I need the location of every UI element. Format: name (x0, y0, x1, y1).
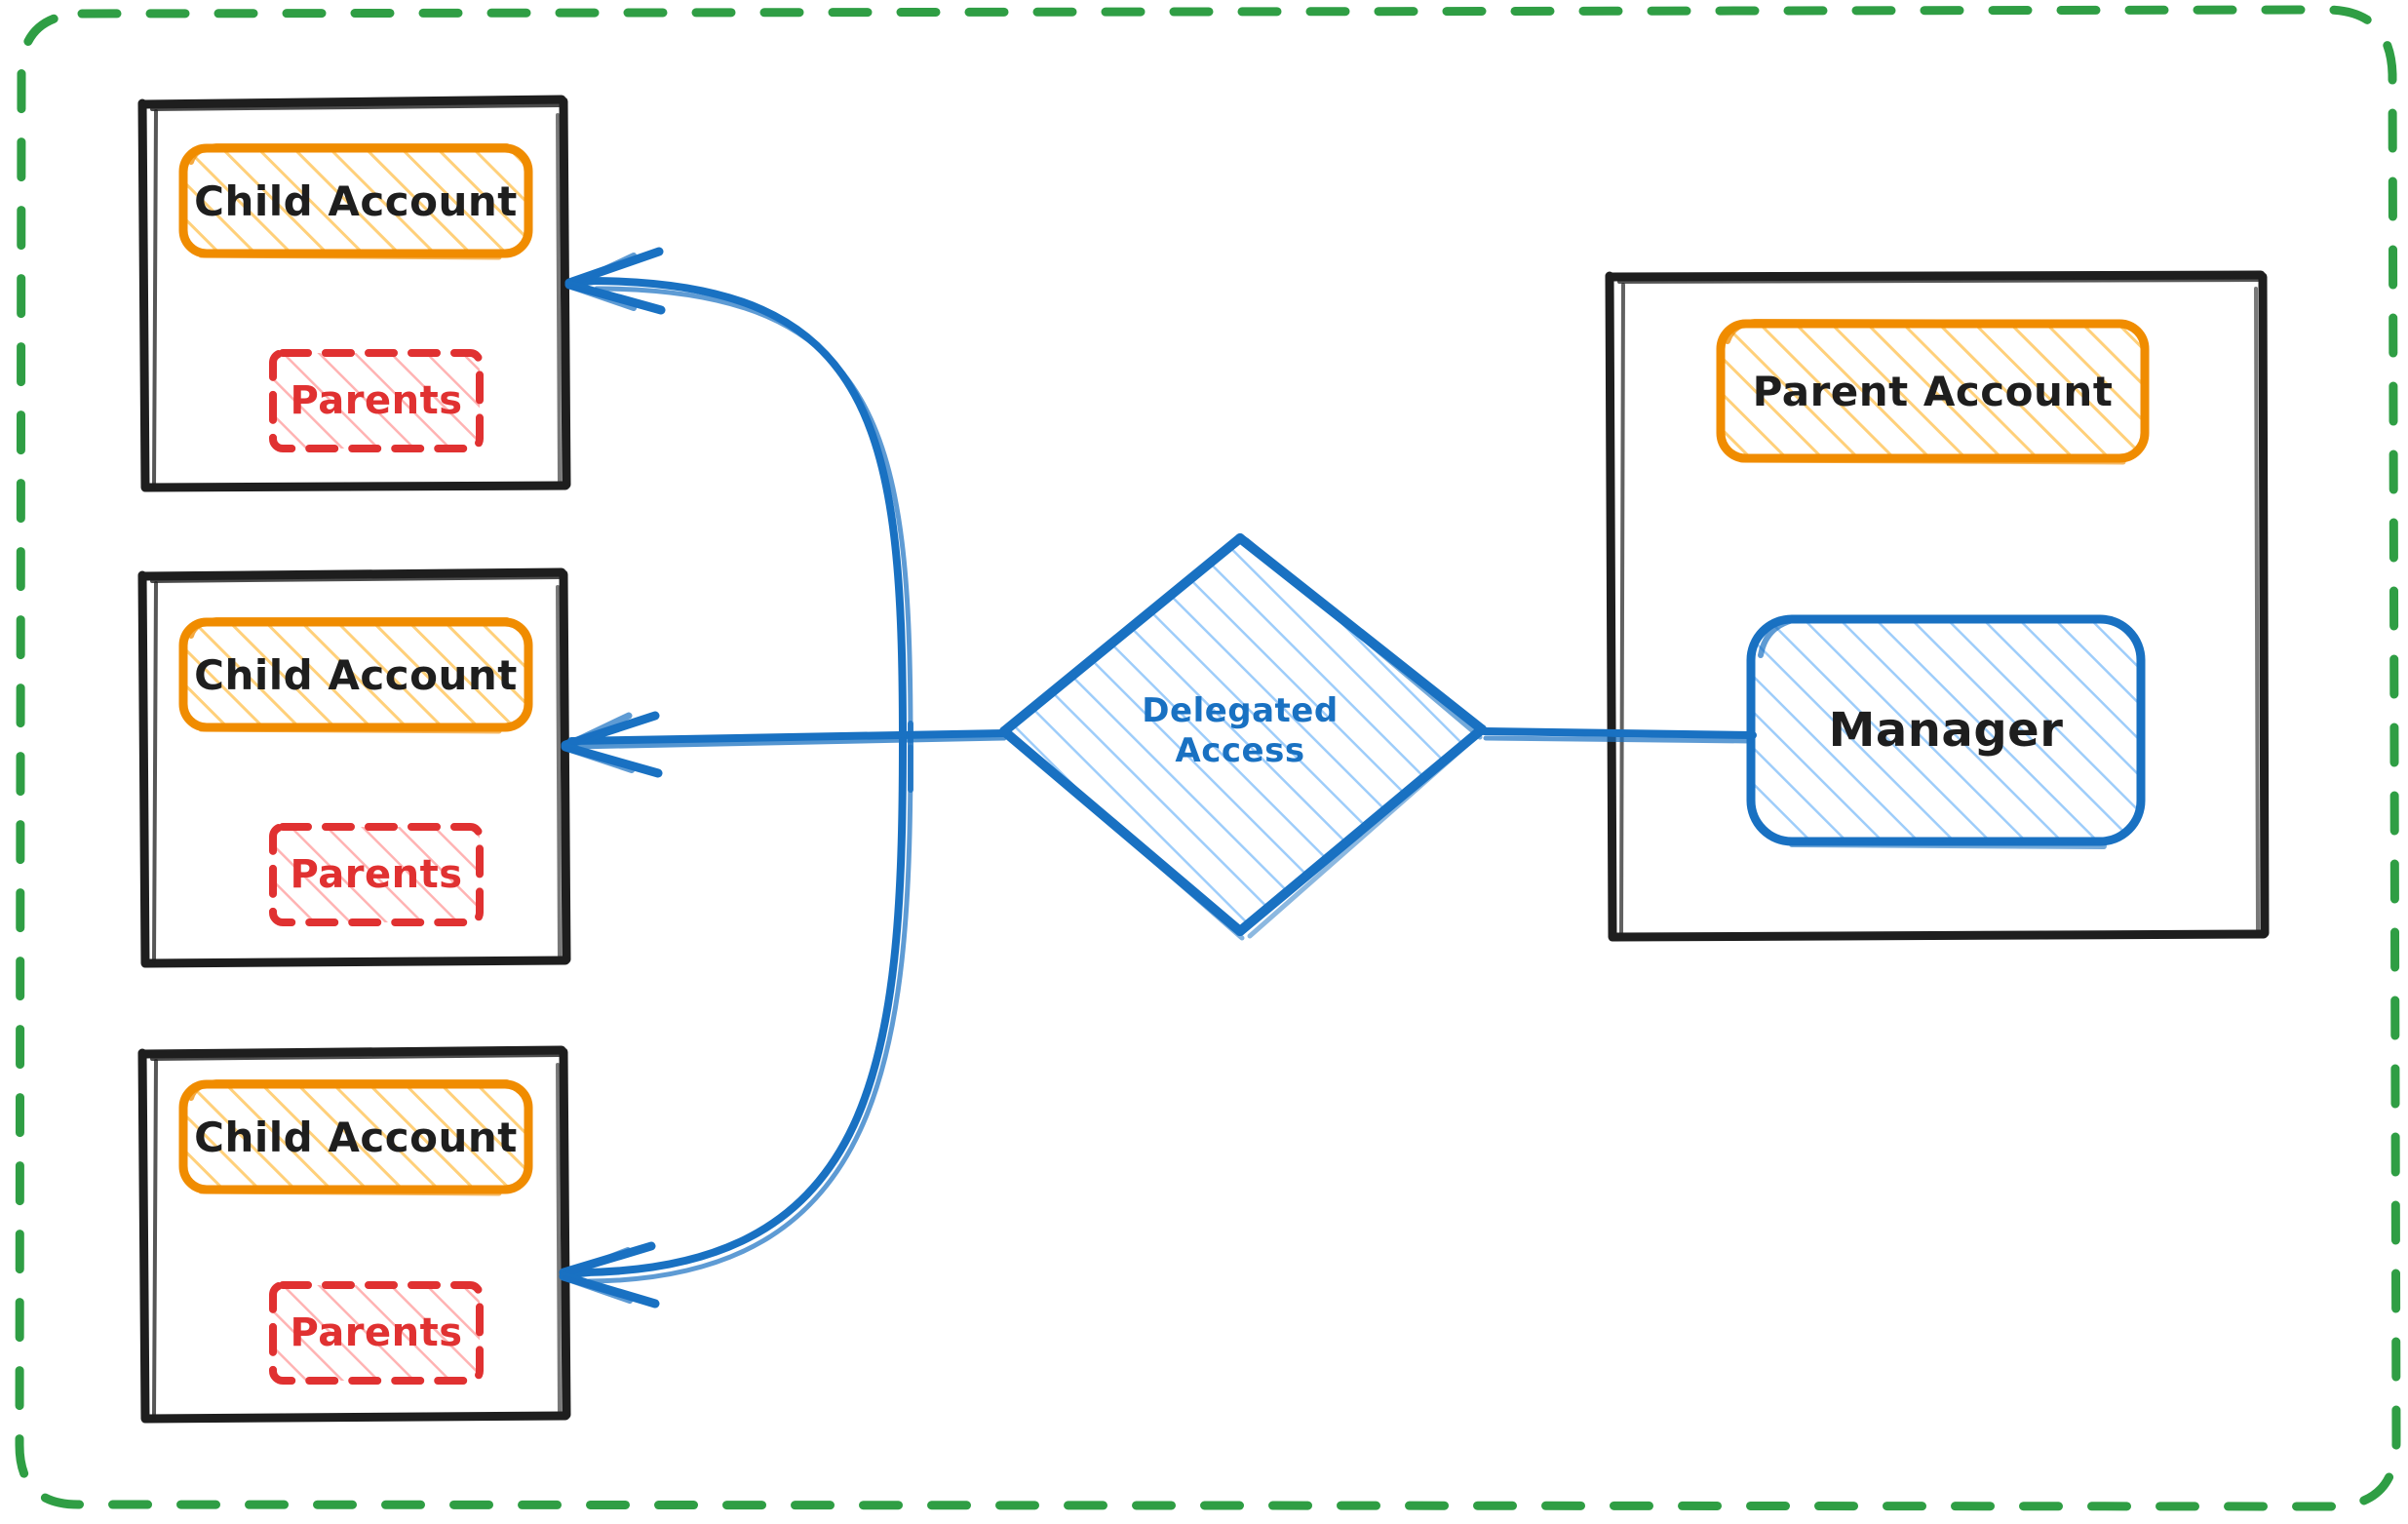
parent-account-box[interactable] (1716, 318, 2150, 465)
manager-box[interactable] (1746, 614, 2146, 849)
connector-delegated-to-child-3[interactable] (559, 737, 913, 1309)
child-account-box-2[interactable] (178, 617, 533, 734)
child-parents-box-1[interactable] (269, 349, 484, 452)
connector-manager-to-delegated[interactable] (1480, 727, 1757, 744)
child-parents-box-2[interactable] (269, 655, 484, 926)
child-parents-box-3[interactable] (269, 1281, 484, 1385)
child-account-box-3[interactable] (178, 1079, 533, 1196)
delegated-access-diamond[interactable] (999, 533, 1487, 941)
connector-delegated-to-child-1[interactable] (564, 247, 913, 745)
child-account-box-1[interactable] (178, 143, 533, 260)
organization-boundary (15, 5, 2401, 1511)
connector-delegated-to-child-2[interactable] (561, 622, 1010, 778)
